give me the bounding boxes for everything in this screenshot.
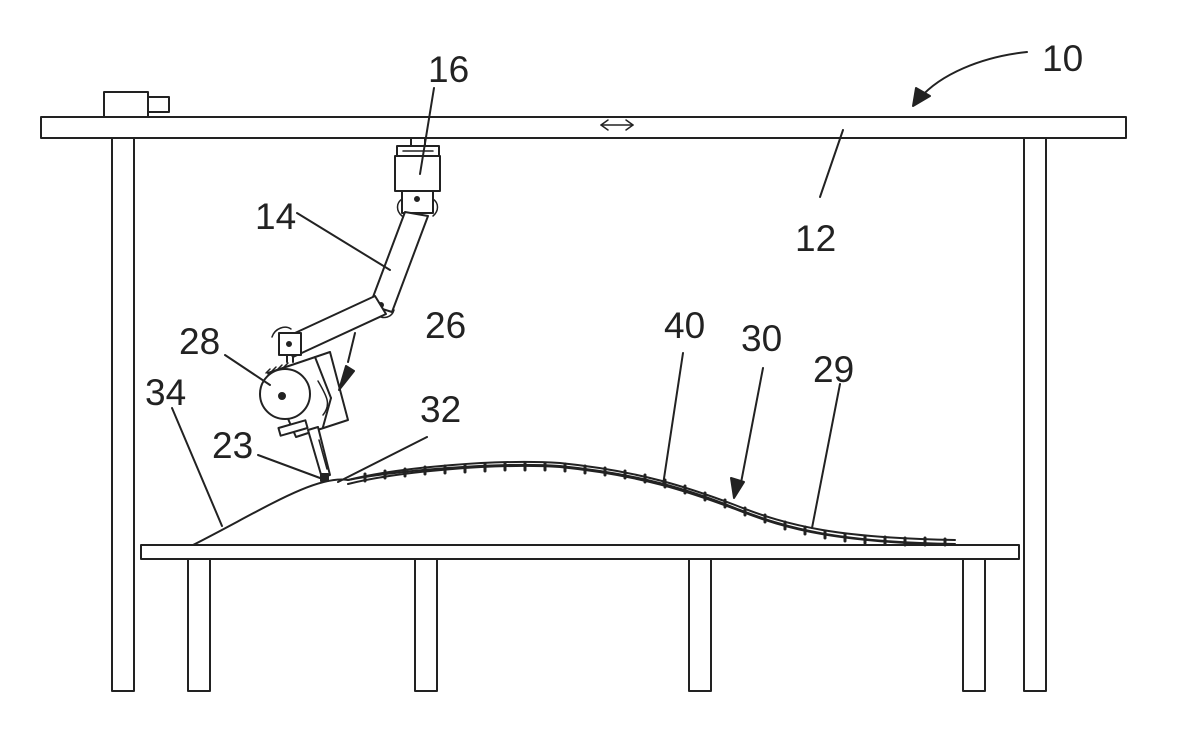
label-nozzle-tip: 23 [212,425,253,466]
leader-lines [171,51,1028,529]
table-leg [688,558,712,692]
nozzle-tip [320,473,329,482]
label-mold: 34 [145,372,186,413]
gantry-beam [40,116,1127,139]
layup-part-outer [347,460,956,541]
label-part: 30 [741,318,782,359]
right-gantry-post [1023,137,1047,692]
left-gantry-post [111,137,135,692]
label-gantry: 12 [795,218,836,259]
nozzle [307,426,331,479]
work-table [140,544,1020,692]
gantry-frame [40,91,1127,692]
label-layup-segments: 40 [664,305,705,346]
reference-numerals: 10 12 16 14 26 28 34 32 23 40 30 29 [145,38,1083,466]
robot-arm [271,211,429,363]
gantry-motor [103,91,170,118]
label-spool: 28 [179,321,220,362]
label-system: 10 [1042,38,1083,79]
table-leg [414,558,438,692]
label-end-effector: 26 [425,305,466,346]
double-arrow-icon [600,119,634,131]
label-arm-mount: 16 [428,49,469,90]
label-mold-start: 32 [420,389,461,430]
layup-segment-ticks [363,461,947,547]
arm-mount [394,137,441,217]
table-top [140,544,1020,560]
end-effector [259,351,349,482]
label-part-end: 29 [813,349,854,390]
table-leg [187,558,211,692]
layup-part-inner [347,464,956,546]
upper-arm-link [369,211,429,313]
label-arm: 14 [255,196,296,237]
table-leg [962,558,986,692]
